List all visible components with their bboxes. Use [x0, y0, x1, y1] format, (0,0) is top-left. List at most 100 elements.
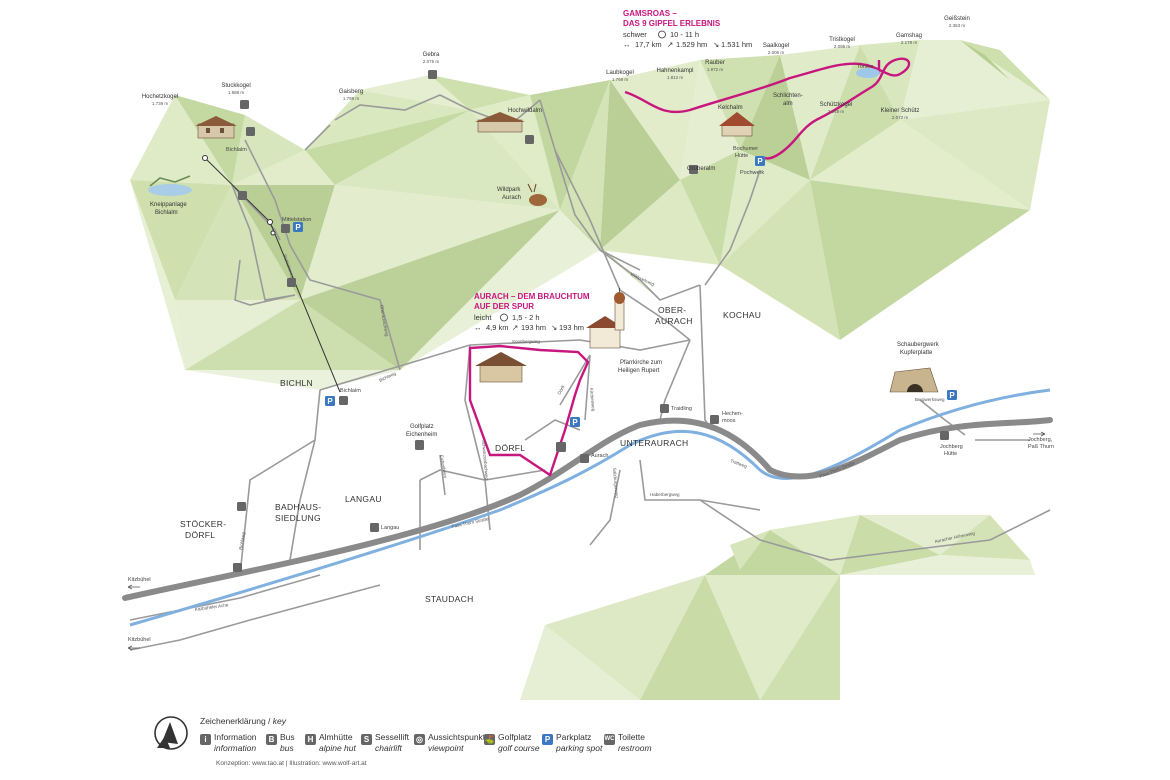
peak-altitude: 1.972 m [707, 67, 724, 72]
route-aurach[interactable] [468, 344, 590, 477]
alpine-hut-icon [525, 135, 534, 144]
peak-name: Gamshag [896, 33, 922, 39]
bus-icon: B [266, 734, 277, 745]
place-stoecker: DÖRFL [185, 530, 215, 540]
place-staudach: STAUDACH [425, 594, 474, 604]
bus-icon [233, 563, 242, 572]
peak-name: Kleiner Schütz [881, 108, 920, 114]
place-labels: BICHLN LANGAU BADHAUS- SIEDLUNG STÖCKER-… [180, 305, 761, 604]
legend: Zeichenerklärung / key i Information inf… [150, 712, 870, 772]
illustration-kelchalm [719, 112, 755, 137]
route-time: 1,5 - 2 h [512, 313, 540, 322]
legend-label-en: restroom [618, 743, 652, 753]
poi-schlichtenalm: Schlichten- [773, 93, 803, 99]
legend-item-alpine-hut: H Almhütte alpine hut [305, 732, 365, 762]
poi-wildpark: Aurach [502, 195, 521, 201]
legend-item-information: i Information information [200, 732, 270, 762]
ascent-icon: ↗ [667, 40, 673, 49]
route-level: leicht [474, 313, 492, 322]
restroom-icon: WC [604, 734, 615, 745]
poi-kneipp: Bichlalm [155, 210, 178, 216]
distance-icon: ↔ [623, 40, 631, 49]
bus-icon [237, 502, 246, 511]
poi-wildpark: Wildpark [497, 187, 521, 193]
bus-icon [339, 396, 348, 405]
place-oberaurach: AURACH [655, 316, 693, 326]
street-trattweg: Trattweg [730, 458, 748, 469]
peak-altitude: 2.178 m [901, 40, 918, 45]
place-langau: LANGAU [345, 494, 382, 504]
bus-icon [370, 523, 379, 532]
route-level: schwer [623, 30, 647, 39]
descent-icon: ↘ [713, 40, 719, 49]
route-descent: 1.531 hm [721, 40, 752, 49]
legend-item-restroom: WC Toilette restroom [604, 732, 664, 762]
street-salzburgerweg: Salzburgerweg [612, 468, 620, 499]
peak-name: Schützkogel [820, 102, 853, 108]
legend-label: Sessellift [375, 732, 410, 742]
svg-text:P: P [327, 397, 333, 406]
chairlift-icon [238, 191, 247, 200]
poi-kelchalm: Kelchalm [718, 105, 743, 111]
peak-labels: Hochetzkogel 1.739 m Stuckkogel 1.888 m … [142, 16, 970, 120]
route-info-gamsroas: GAMSROAS – DAS 9 GIPFEL ERLEBNIS schwer … [623, 9, 752, 49]
credits: Konzeption: www.tao.at | Illustration: w… [216, 760, 367, 767]
illustration-hochwildalm [475, 112, 525, 133]
poi-bichlalm: Bichlalm [226, 147, 247, 153]
descent-icon: ↘ [551, 323, 557, 332]
bus-stop-label: Hechen- [722, 411, 743, 417]
street-sonnbergweg: Sonnbergweg [512, 339, 540, 344]
poi-bergwerksweg: Bergwerksweg [915, 397, 945, 402]
poi-golfplatz: Golfplatz [410, 424, 434, 430]
mountain-range-north [130, 40, 1050, 390]
route-ascent: 1.529 hm [676, 40, 707, 49]
svg-text:P: P [295, 223, 301, 232]
compass-north-arrow [154, 716, 188, 750]
peak-altitude: 1.888 m [228, 90, 245, 95]
parking-icon: P [293, 222, 303, 232]
alpine-hut-icon [246, 127, 255, 136]
peak-altitude: 1.769 m [612, 77, 629, 82]
chairlift-icon [287, 278, 296, 287]
peak-name: Tristkogel [829, 37, 855, 43]
peak-name: Hahnenkampl [656, 68, 693, 74]
street-eichenheim: Eichenheim [439, 454, 448, 478]
illustration-church [586, 288, 625, 349]
street-haberbergweg: Haberbergweg [650, 492, 680, 497]
peak-altitude: 2.075 m [423, 59, 440, 64]
peak-altitude: 1.798 m [343, 96, 360, 101]
illustration-schaubergwerk [889, 367, 939, 393]
bus-stop-label: Bichlalm [340, 388, 361, 394]
bus-icon [940, 431, 949, 440]
legend-item-viewpoint: ◎ Aussichtspunkt viewpoint [414, 732, 494, 762]
mountain-range-south [520, 515, 1035, 700]
parking-icon: P [570, 417, 580, 427]
peak-name: Geißstein [944, 16, 970, 22]
legend-label: Aussichtspunkt [428, 732, 486, 742]
place-unteraurach: UNTERAURACH [620, 438, 688, 448]
parking-icon: P [947, 390, 957, 400]
peak-altitude: 2.072 m [892, 115, 909, 120]
route-distance: 17,7 km [635, 40, 662, 49]
street-bichlweg: Bichlweg [238, 531, 246, 550]
peak-altitude: 1.812 m [667, 75, 684, 80]
illustration-kneippanlage [148, 175, 192, 196]
route-gamsroas[interactable] [624, 57, 911, 160]
poi-gruberalm: Gruberalm [687, 166, 715, 172]
legend-label-en: chairlift [375, 743, 402, 753]
poi-schaubergwerk: Kupferplatte [900, 350, 933, 356]
legend-label-en: golf course [498, 743, 540, 753]
clock-icon [658, 30, 666, 39]
legend-item-parking: P Parkplatz parking spot [542, 732, 612, 762]
route-info-aurach: AURACH – DEM BRAUCHTUM AUF DER SPUR leic… [474, 292, 590, 332]
place-stoecker: STÖCKER- [180, 519, 226, 529]
direction-jochberg: Jochberg, [1028, 437, 1053, 443]
parking-icon: P [755, 156, 765, 166]
svg-text:P: P [572, 418, 578, 427]
place-badhaus: BADHAUS- [275, 502, 321, 512]
poi-hochwildalm: Hochwildalm [508, 108, 542, 114]
peak-altitude: 1.739 m [152, 101, 169, 106]
parking-icon: P [325, 396, 335, 406]
peak-altitude: 2.363 m [949, 23, 966, 28]
bus-stop-label: Hütte [944, 451, 957, 457]
